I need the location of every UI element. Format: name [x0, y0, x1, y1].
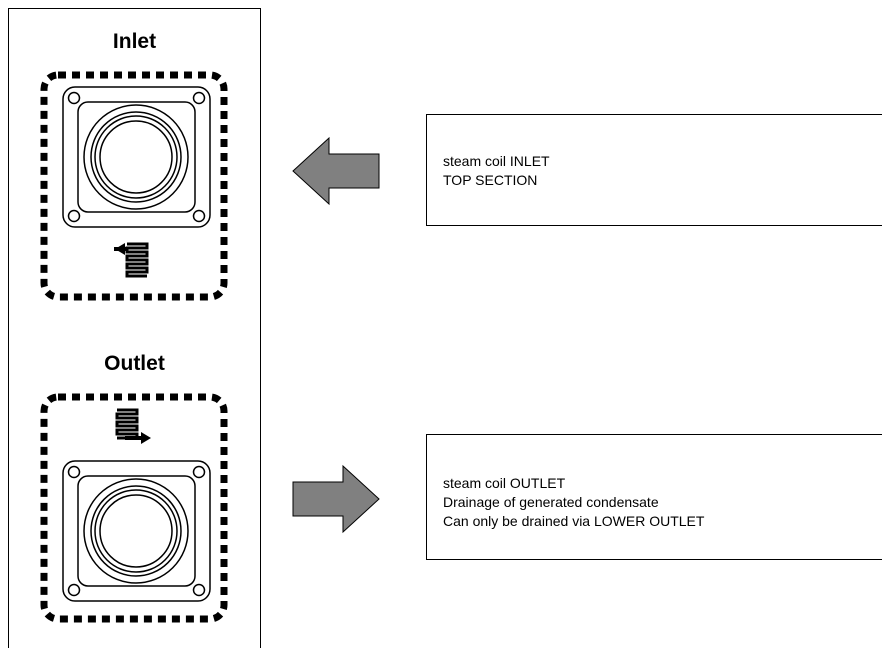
- outlet-arrow: [292, 464, 380, 534]
- outlet-flange: [62, 460, 211, 602]
- outlet-description-line: Can only be drained via LOWER OUTLET: [443, 513, 705, 529]
- inlet-flange: [62, 86, 211, 228]
- outlet-description-line: Drainage of generated condensate: [443, 494, 659, 510]
- coil-outlet-icon: [115, 408, 151, 444]
- coil-inlet-icon: [114, 242, 149, 278]
- inlet-connector: [40, 71, 228, 301]
- outlet-heading: Outlet: [104, 352, 165, 375]
- outlet-connector: [40, 393, 228, 623]
- outlet-dashed-frame: [40, 393, 228, 623]
- connection-panel: [8, 8, 261, 648]
- diagram-artwork: [40, 71, 380, 623]
- inlet-arrow: [292, 136, 380, 206]
- inlet-description-line: steam coil INLET: [443, 153, 550, 169]
- inlet-heading: Inlet: [112, 30, 157, 53]
- outlet-description-line: steam coil OUTLET: [443, 475, 566, 491]
- outlet-description-box: steam coil OUTLET Drainage of generated …: [426, 434, 882, 560]
- inlet-description-line: TOP SECTION: [443, 172, 538, 188]
- inlet-description-box: steam coil INLET TOP SECTION: [426, 114, 882, 226]
- inlet-dashed-frame: [40, 71, 228, 301]
